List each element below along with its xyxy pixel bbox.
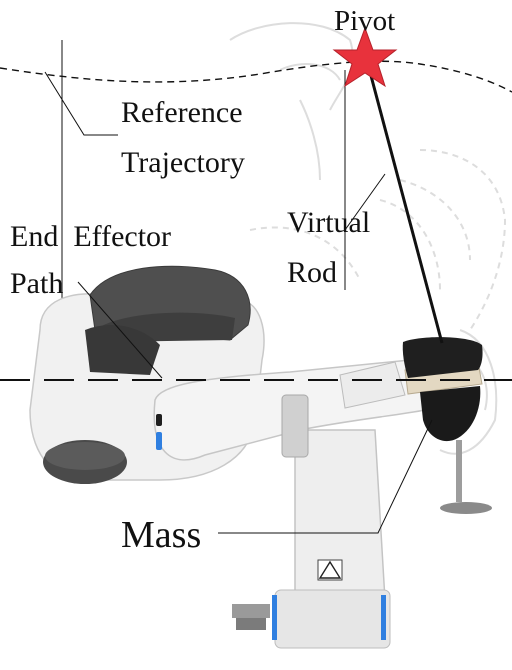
- end-effector-label-line2: Path: [10, 267, 63, 300]
- base-blue-strip-left: [272, 595, 277, 640]
- forearm-gray-ring: [281, 394, 309, 458]
- glass-base: [440, 502, 492, 514]
- virtual-label-line2: Rod: [287, 256, 337, 289]
- wine-glass: [402, 337, 492, 514]
- glass-bowl-top: [402, 337, 483, 378]
- end-effector-label-line1: End Effector: [10, 220, 171, 253]
- base-connector: [232, 604, 270, 630]
- reference-label-line2: Trajectory: [121, 146, 245, 179]
- virtual-label-line1: Virtual: [287, 206, 370, 239]
- warning-sticker-icon: [317, 559, 343, 581]
- reference-trajectory-curve: [0, 60, 512, 93]
- virtual-rod: [368, 71, 444, 344]
- reference-leader: [44, 71, 118, 136]
- robot-base-bottom: [274, 589, 391, 649]
- mass-label: Mass: [121, 514, 201, 556]
- glass-bowl-bottom: [420, 386, 481, 442]
- pivot-star-icon: [332, 26, 398, 88]
- robot-arm: [29, 265, 483, 649]
- pivot-label: Pivot: [334, 5, 395, 37]
- base-blue-strip-right: [381, 595, 386, 640]
- ghost-background: [229, 22, 507, 455]
- virtual-rod-leader: [344, 173, 386, 231]
- mass-leader: [218, 419, 433, 534]
- reference-label-line1: Reference: [121, 96, 243, 129]
- end-effector-leader: [77, 281, 163, 379]
- forearm-blue-light: [156, 432, 162, 450]
- glass-stem: [456, 440, 462, 502]
